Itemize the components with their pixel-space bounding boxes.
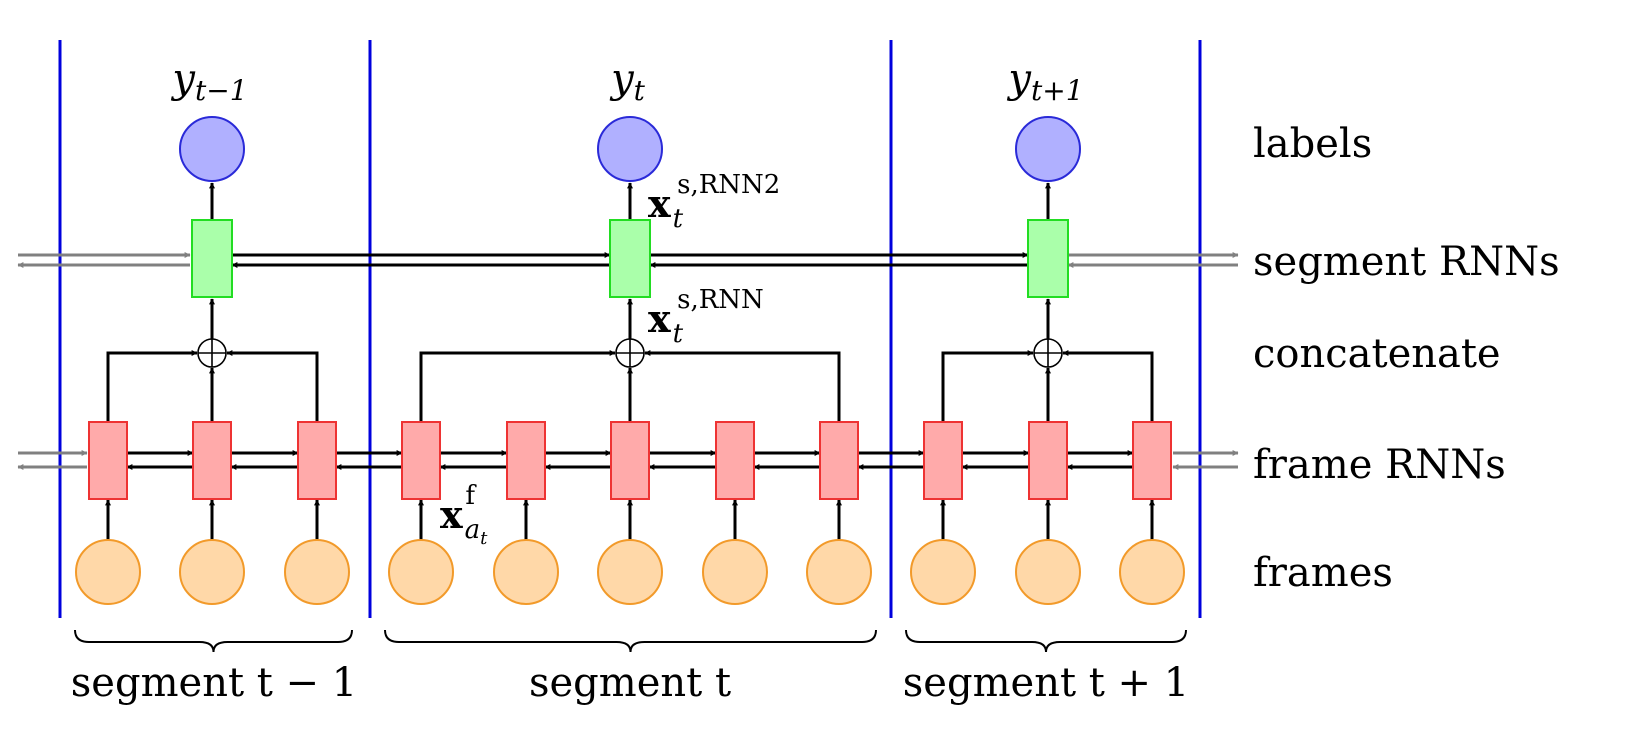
frame-rnn-box-3 — [297, 421, 337, 500]
frame-rnn-box-5 — [506, 421, 546, 500]
segment-label-1: segment t − 1 — [71, 660, 357, 706]
frame-rnn-box-10 — [1028, 421, 1068, 500]
frame-rnn-box-8 — [819, 421, 859, 500]
segment-brace-2 — [384, 629, 877, 653]
frame-node-2 — [179, 539, 245, 605]
frame-node-9 — [910, 539, 976, 605]
concat-in-left-arrow-2 — [419, 350, 616, 422]
segment-rnn-box-1 — [191, 219, 233, 298]
segment-rnn-box-2 — [609, 219, 651, 298]
label-node-1 — [179, 116, 245, 182]
annotation-x-rnn: xts,RNN — [648, 285, 764, 349]
output-label-seg2: yt — [609, 56, 646, 107]
frame-node-5 — [493, 539, 559, 605]
row-label-frames: frames — [1253, 550, 1393, 596]
concat-in-left-arrow-1 — [106, 350, 198, 422]
frame-rnn-box-11 — [1132, 421, 1172, 500]
frame-node-3 — [284, 539, 350, 605]
segment-rnn-box-3 — [1027, 219, 1069, 298]
segment-brace-3 — [905, 629, 1187, 653]
row-label-segment-rnns: segment RNNs — [1253, 239, 1560, 285]
frame-rnn-box-2 — [192, 421, 232, 500]
row-label-concatenate: concatenate — [1253, 331, 1501, 377]
frame-node-8 — [806, 539, 872, 605]
frame-node-1 — [75, 539, 141, 605]
annotation-x-rnn2: xts,RNN2 — [648, 170, 780, 234]
frame-rnn-box-6 — [610, 421, 650, 500]
concat-in-right-arrow-1 — [226, 350, 319, 422]
annotation-x-frame: xatf — [440, 481, 488, 549]
concat-in-right-arrow-2 — [644, 350, 841, 422]
output-label-seg3: yt+1 — [1006, 56, 1083, 107]
output-label-seg1: yt−1 — [170, 56, 247, 107]
label-node-3 — [1015, 116, 1081, 182]
row-label-frame-rnns: frame RNNs — [1253, 442, 1506, 488]
frame-node-4 — [388, 539, 454, 605]
connection-arrows — [17, 182, 1239, 540]
segment-boundaries — [58, 40, 1202, 618]
segment-brace-1 — [74, 629, 353, 653]
frame-node-6 — [597, 539, 663, 605]
concat-in-left-arrow-3 — [941, 350, 1034, 422]
label-node-2 — [597, 116, 663, 182]
frame-rnn-box-1 — [88, 421, 128, 500]
frame-rnn-box-9 — [923, 421, 963, 500]
frame-node-10 — [1015, 539, 1081, 605]
segment-label-3: segment t + 1 — [903, 660, 1189, 706]
segment-braces — [74, 629, 1187, 653]
diagram-nodes — [75, 116, 1185, 605]
frame-node-11 — [1119, 539, 1185, 605]
concat-in-right-arrow-3 — [1062, 350, 1154, 422]
frame-rnn-box-4 — [401, 421, 441, 500]
frame-rnn-box-7 — [715, 421, 755, 500]
segment-label-2: segment t — [529, 660, 731, 706]
row-label-labels: labels — [1253, 121, 1372, 167]
frame-node-7 — [702, 539, 768, 605]
